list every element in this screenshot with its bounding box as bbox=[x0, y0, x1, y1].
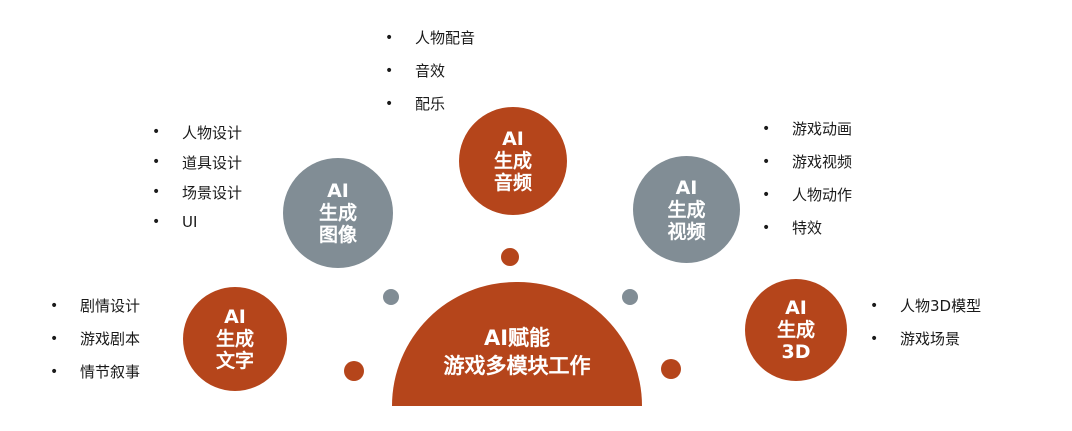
center-title-line-2: 游戏多模块工作 bbox=[443, 354, 591, 378]
list-item: • 人物3D模型 bbox=[870, 289, 981, 322]
bullet-icon: • bbox=[762, 186, 771, 203]
list-item-label: 人物3D模型 bbox=[900, 297, 982, 315]
node-circle-ai-audio: AI 生成 音频 bbox=[459, 107, 567, 215]
node-circle-label: AI 生成 3D bbox=[777, 297, 815, 363]
list-item: • 特效 bbox=[762, 211, 852, 244]
list-item: • 剧情设计 bbox=[50, 289, 140, 322]
node-circle-label: AI 生成 文字 bbox=[216, 306, 254, 372]
center-title-line-1: AI赋能 bbox=[483, 326, 551, 350]
circle-line: 生成 bbox=[318, 202, 357, 224]
accent-dot-gray-left bbox=[383, 289, 399, 305]
list-item-label: 游戏剧本 bbox=[80, 330, 141, 348]
node-circle-label: AI 生成 图像 bbox=[319, 180, 357, 246]
circle-line: AI bbox=[785, 297, 807, 319]
list-item-label: 场景设计 bbox=[182, 183, 243, 202]
bullet-list-ai-3d: • 人物3D模型 • 游戏场景 bbox=[870, 289, 981, 355]
list-item: • 游戏剧本 bbox=[50, 322, 140, 355]
bullet-icon: • bbox=[762, 153, 771, 170]
bullet-list-ai-video: • 游戏动画 • 游戏视频 • 人物动作 • 特效 bbox=[762, 112, 852, 244]
circle-line: 生成 bbox=[667, 198, 706, 221]
list-item-label: 游戏视频 bbox=[792, 153, 853, 171]
bullet-icon: • bbox=[870, 330, 879, 347]
accent-dot-orange-top bbox=[501, 248, 519, 266]
list-item: • 人物设计 bbox=[152, 117, 242, 147]
list-item: • 游戏场景 bbox=[870, 322, 981, 355]
node-circle-ai-3d: AI 生成 3D bbox=[745, 279, 847, 381]
circle-line: AI bbox=[675, 176, 698, 199]
list-item: • 人物动作 bbox=[762, 178, 852, 211]
accent-dot-gray-right bbox=[622, 289, 638, 305]
bullet-list-ai-audio: • 人物配音 • 音效 • 配乐 bbox=[385, 21, 475, 120]
bullet-icon: • bbox=[152, 214, 161, 230]
list-item-label: 人物设计 bbox=[182, 123, 243, 142]
bullet-icon: • bbox=[152, 184, 161, 200]
node-circle-ai-text: AI 生成 文字 bbox=[183, 287, 287, 391]
bullet-icon: • bbox=[152, 154, 161, 170]
list-item: • 游戏动画 bbox=[762, 112, 852, 145]
bullet-icon: • bbox=[50, 363, 59, 380]
list-item-label: 情节叙事 bbox=[80, 363, 141, 381]
center-title: AI赋能 游戏多模块工作 bbox=[382, 324, 652, 380]
bullet-list-ai-image: • 人物设计 • 道具设计 • 场景设计 • UI bbox=[152, 117, 242, 237]
list-item: • 道具设计 bbox=[152, 147, 242, 177]
list-item-label: 游戏场景 bbox=[900, 330, 961, 348]
list-item-label: 道具设计 bbox=[182, 153, 243, 172]
circle-line: AI bbox=[327, 180, 349, 202]
list-item-label: 人物配音 bbox=[415, 29, 476, 47]
node-circle-label: AI 生成 视频 bbox=[667, 177, 705, 243]
bullet-icon: • bbox=[762, 219, 771, 236]
list-item-label: 音效 bbox=[415, 62, 446, 80]
node-circle-ai-image: AI 生成 图像 bbox=[283, 158, 393, 268]
node-circle-ai-video: AI 生成 视频 bbox=[633, 156, 740, 263]
circle-line: 3D bbox=[781, 341, 811, 363]
accent-dot-orange-right bbox=[661, 359, 681, 379]
list-item-label: 配乐 bbox=[415, 95, 446, 113]
list-item: • 配乐 bbox=[385, 87, 475, 120]
circle-line: 文字 bbox=[215, 350, 254, 372]
circle-line: 生成 bbox=[776, 319, 815, 341]
list-item-label: 剧情设计 bbox=[80, 297, 141, 315]
list-item: • 情节叙事 bbox=[50, 355, 140, 388]
bullet-list-ai-text: • 剧情设计 • 游戏剧本 • 情节叙事 bbox=[50, 289, 140, 388]
circle-line: AI bbox=[502, 128, 524, 150]
circle-line: 图像 bbox=[318, 224, 357, 246]
list-item: • 场景设计 bbox=[152, 177, 242, 207]
node-circle-label: AI 生成 音频 bbox=[494, 128, 532, 194]
bullet-icon: • bbox=[385, 29, 394, 46]
bullet-icon: • bbox=[50, 330, 59, 347]
accent-dot-orange-left bbox=[344, 361, 364, 381]
list-item: • 人物配音 bbox=[385, 21, 475, 54]
list-item-label: UI bbox=[182, 213, 198, 231]
list-item: • UI bbox=[152, 207, 242, 237]
circle-line: 音频 bbox=[493, 172, 532, 194]
circle-line: 视频 bbox=[667, 220, 706, 243]
list-item-label: 游戏动画 bbox=[792, 120, 853, 138]
list-item-label: 特效 bbox=[792, 219, 823, 237]
bullet-icon: • bbox=[50, 297, 59, 314]
circle-line: AI bbox=[224, 306, 246, 328]
bullet-icon: • bbox=[762, 120, 771, 137]
circle-line: 生成 bbox=[493, 150, 532, 172]
circle-line: 生成 bbox=[215, 328, 254, 350]
bullet-icon: • bbox=[870, 297, 879, 314]
bullet-icon: • bbox=[385, 62, 394, 79]
bullet-icon: • bbox=[152, 124, 161, 140]
list-item: • 音效 bbox=[385, 54, 475, 87]
bullet-icon: • bbox=[385, 95, 394, 112]
list-item-label: 人物动作 bbox=[792, 186, 853, 204]
list-item: • 游戏视频 bbox=[762, 145, 852, 178]
